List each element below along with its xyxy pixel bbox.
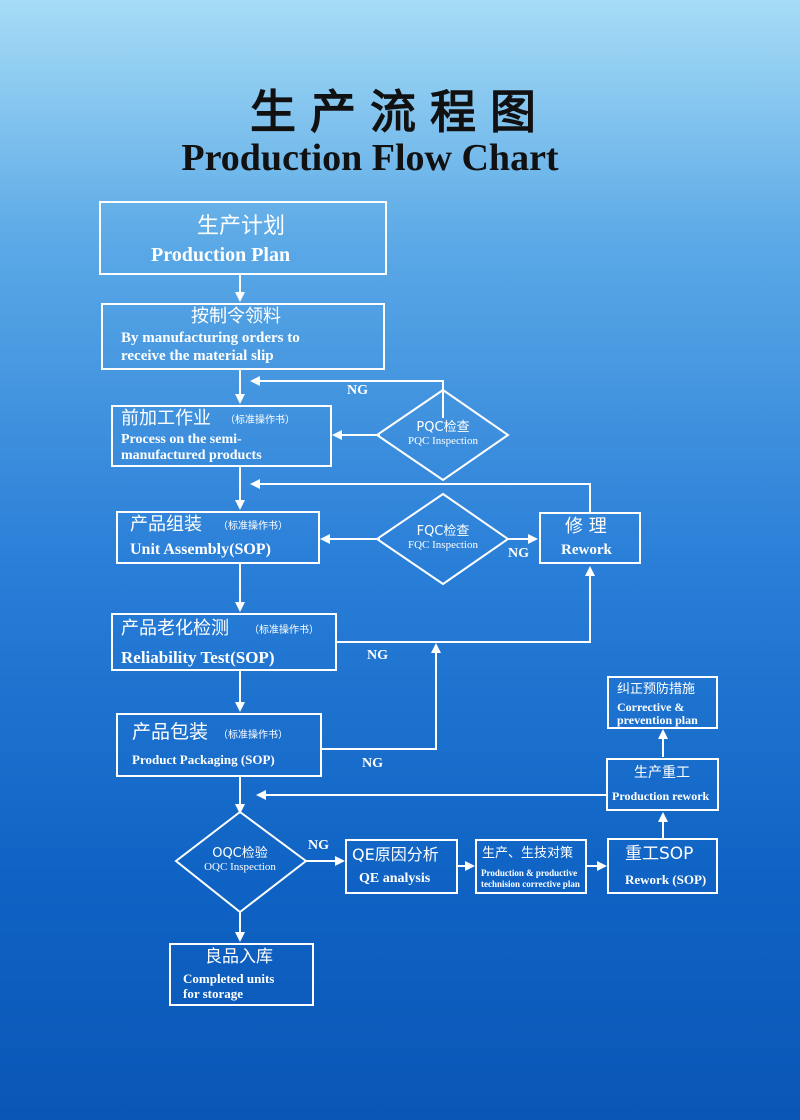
corrective-prevention-box: 纠正预防措施 Corrective & prevention plan [607, 676, 718, 729]
pqc-en: PQC Inspection [408, 435, 478, 447]
rework-en: Rework [561, 542, 612, 558]
technician-corrective-box: 生产、生技对策 Production & productive technisi… [475, 839, 587, 894]
fqc-diamond [375, 492, 510, 586]
storage-en-line1: Completed units [183, 971, 275, 986]
product-packaging-sop-note: （标准操作书） [218, 730, 288, 741]
production-rework-en: Production rework [612, 789, 710, 803]
production-rework-cn: 生产重工 [634, 765, 690, 781]
fqc-en: FQC Inspection [408, 539, 478, 551]
product-packaging-box: 产品包装 （标准操作书） Product Packaging (SOP) [116, 713, 322, 777]
rework-sop-en: Rework (SOP) [625, 872, 707, 887]
preprocess-sop-note: （标准操作书） [225, 415, 295, 426]
fqc-cn: FQC检查 [416, 524, 470, 539]
page-title-chinese: 生产流程图 [250, 85, 550, 139]
rework-cn: 修 理 [565, 516, 607, 537]
rework-sop-box: 重工SOP Rework (SOP) [607, 838, 718, 894]
product-packaging-en: Product Packaging (SOP) [132, 752, 275, 767]
qe-analysis-en: QE analysis [359, 871, 431, 886]
corrective-prevention-en-line1: Corrective & [617, 700, 685, 714]
ng-label-fqc: NG [508, 546, 529, 561]
ng-label-aging: NG [367, 648, 388, 663]
preprocess-en-line2: manufactured products [121, 448, 262, 463]
technician-corrective-en-line2: technision corrective plan [481, 879, 580, 889]
rework-return-line [250, 479, 591, 512]
technician-corrective-cn: 生产、生技对策 [482, 846, 574, 861]
receive-material-en-line2: receive the material slip [121, 348, 274, 364]
oqc-cn: OQC检验 [212, 846, 268, 861]
pqc-ng-return-line [250, 376, 444, 418]
technician-corrective-en-line1: Production & productive [481, 868, 578, 878]
pqc-cn: PQC检查 [416, 420, 470, 435]
qe-analysis-cn: QE原因分析 [352, 845, 439, 864]
ng-label-packaging: NG [362, 756, 383, 771]
rework-sop-cn: 重工SOP [625, 844, 694, 864]
reliability-test-cn: 产品老化检测 [121, 618, 229, 639]
qe-analysis-box: QE原因分析 QE analysis [345, 839, 458, 894]
ng-label-oqc: NG [308, 838, 329, 853]
rework-box: 修 理 Rework [539, 512, 641, 564]
ng-label-pqc: NG [347, 383, 368, 398]
corrective-prevention-en-line2: prevention plan [617, 713, 698, 727]
pqc-decision: PQC检查 PQC Inspection [383, 416, 503, 447]
oqc-diamond [174, 810, 308, 914]
production-rework-box: 生产重工 Production rework [606, 758, 719, 811]
receive-material-box: 按制令领料 By manufacturing orders to receive… [101, 303, 385, 370]
preprocess-cn: 前加工作业 [121, 408, 211, 429]
page-title-english: Production Flow Chart [181, 137, 559, 179]
product-packaging-cn: 产品包装 [132, 721, 209, 743]
fqc-decision: FQC检查 FQC Inspection [383, 520, 503, 551]
oqc-en: OQC Inspection [204, 861, 276, 873]
reliability-test-en: Reliability Test(SOP) [121, 648, 275, 667]
storage-en-line2: for storage [183, 986, 244, 1001]
preprocess-box: 前加工作业 （标准操作书） Process on the semi- manuf… [111, 405, 332, 467]
reliability-test-sop-note: （标准操作书） [249, 625, 319, 636]
packaging-ng-line [322, 643, 441, 750]
aging-ng-to-rework-line [337, 566, 595, 643]
unit-assembly-cn: 产品组装 [130, 514, 202, 535]
corrective-prevention-cn: 纠正预防措施 [617, 682, 696, 697]
receive-material-cn: 按制令领料 [191, 306, 281, 327]
unit-assembly-sop-note: （标准操作书） [218, 521, 288, 532]
oqc-decision: OQC检验 OQC Inspection [180, 842, 300, 873]
production-plan-cn: 生产计划 [197, 214, 286, 239]
production-plan-box: 生产计划 Production Plan [99, 201, 387, 275]
receive-material-en-line1: By manufacturing orders to [121, 330, 300, 346]
storage-box: 良品入库 Completed units for storage [169, 943, 314, 1006]
unit-assembly-box: 产品组装 （标准操作书） Unit Assembly(SOP) [116, 511, 320, 564]
unit-assembly-en: Unit Assembly(SOP) [130, 541, 271, 558]
preprocess-en-line1: Process on the semi- [121, 432, 242, 447]
storage-cn: 良品入库 [205, 947, 273, 967]
reliability-test-box: 产品老化检测 （标准操作书） Reliability Test(SOP) [111, 613, 337, 671]
production-plan-en: Production Plan [151, 244, 291, 266]
pqc-diamond [375, 388, 510, 482]
